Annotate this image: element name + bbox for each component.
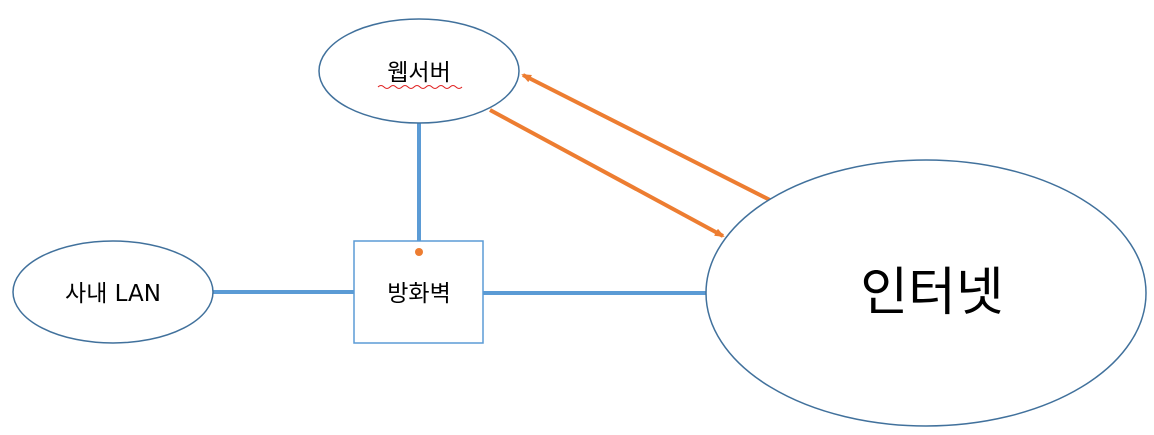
- node-firewall-label: 방화벽: [387, 281, 450, 307]
- node-internet-label: 인터넷: [860, 263, 1004, 323]
- spellcheck-squiggle: [377, 85, 463, 89]
- node-internet: [705, 159, 1147, 427]
- node-lan-label: 사내 LAN: [65, 281, 161, 307]
- node-firewall: [353, 240, 484, 344]
- arrow-webserver-to-internet: [489, 108, 725, 238]
- arrow-internet-to-webserver: [521, 73, 771, 202]
- node-lan: [12, 240, 214, 344]
- node-web-server-label: 웹서버: [387, 60, 450, 86]
- connection-point: [415, 248, 423, 256]
- node-web-server: [318, 18, 520, 124]
